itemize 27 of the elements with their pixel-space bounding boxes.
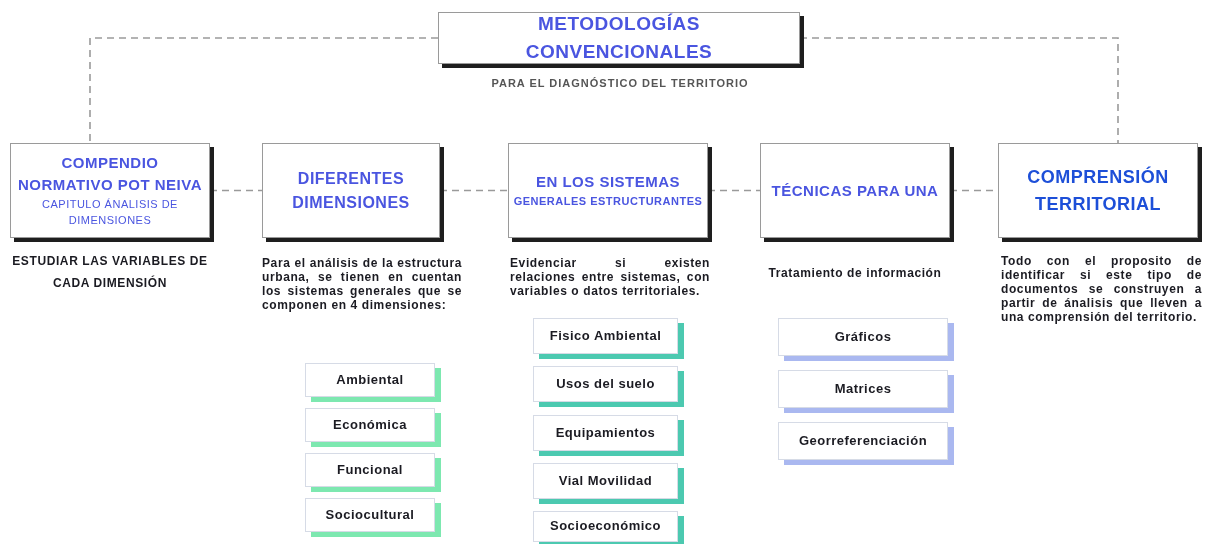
box-heading: Gráficos (833, 327, 893, 346)
subtitle-text: PARA EL DIAGNÓSTICO DEL TERRITORIO (490, 76, 750, 91)
box-heading: COMPENDIO NORMATIVO POT NEIVA (17, 152, 203, 195)
description-text: Evidenciar si existen relaciones entre sistemas, con variables o datos territoriales. (510, 256, 710, 298)
box-heading: Ambiental (335, 370, 405, 389)
description-text: Tratamiento de información (767, 265, 943, 282)
box-heading: Georreferenciación (797, 431, 929, 450)
box-heading: COMPRENSIÓN TERRITORIAL (1026, 165, 1170, 216)
description-text: ESTUDIAR LAS VARIABLES DE CADA DIMENSIÓN (11, 253, 209, 292)
description-text: Todo con el proposito de identificar si este tipo de documentos se construyen a partir de ánalisis que lleven a una comprensión del territorio. (1001, 254, 1202, 324)
box-heading: Funcional (336, 460, 404, 479)
box-heading: Matrices (833, 379, 893, 398)
box-subheading: CAPITULO ÁNALISIS DE DIMENSIONES (41, 197, 179, 229)
box-heading: Fisico Ambiental (548, 326, 663, 345)
box-heading: Socioeconómico (549, 517, 662, 536)
connector-line (89, 37, 439, 144)
title-text: METODOLOGÍAS CONVENCIONALES (524, 12, 714, 64)
box-subheading: GENERALES ESTRUCTURANTES (512, 194, 704, 210)
box-heading: DIFERENTES DIMENSIONES (291, 169, 411, 213)
box-heading: Usos del suelo (555, 374, 656, 393)
box-heading: Económica (332, 415, 408, 434)
box-heading: EN LOS SISTEMAS (534, 171, 682, 192)
box-heading: Sociocultural (324, 505, 416, 524)
box-heading: Equipamientos (554, 423, 657, 442)
box-heading: TÉCNICAS PARA UNA (770, 180, 940, 201)
box-heading: Vial Movilidad (557, 471, 654, 490)
description-text: Para el análisis de la estructura urbana, se tienen en cuentan los sistemas generales que se componen en 4 dimensiones: (262, 256, 462, 312)
